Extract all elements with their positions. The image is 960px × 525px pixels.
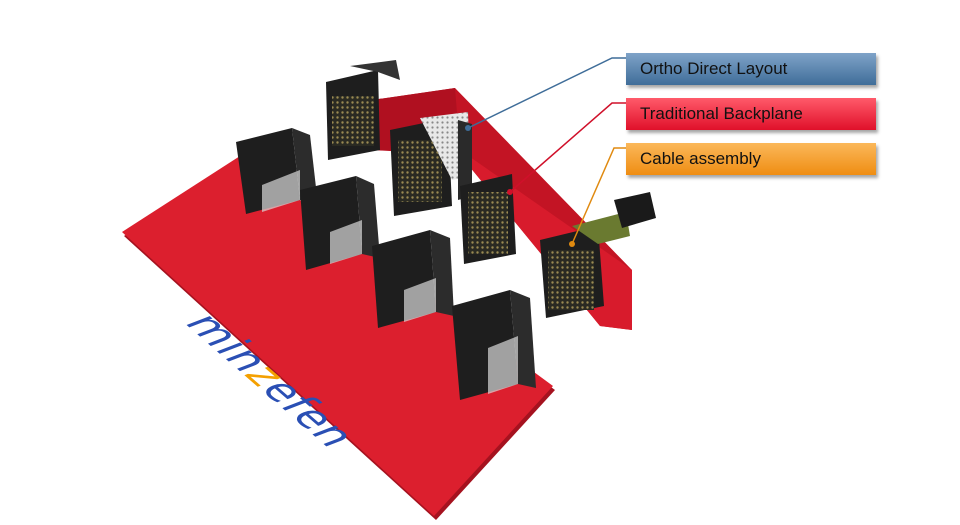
ortho-direct-connector [390,112,472,216]
backplane-leader-line [509,102,626,193]
traditional-backplane-label: Traditional Backplane [626,98,876,130]
backplane-callout-bg [626,98,876,130]
ortho-connector-top [326,60,400,160]
connector-block-2 [300,176,380,270]
ortho-callout-bg [626,53,876,85]
main-board [122,156,555,520]
connector-block-1 [236,128,318,214]
ortho-direct-layout-label: Ortho Direct Layout [626,53,876,85]
cable-assembly-label: Cable assembly [626,143,876,175]
leader-lines [465,57,626,247]
connector-block-4 [452,290,536,400]
connector-block-3 [372,230,454,328]
cable-callout-bg [626,143,876,175]
cable-assembly-connector [540,192,656,318]
ortho-leader-line [467,57,626,129]
traditional-backplane-connector [460,174,516,264]
cable-leader-line [571,147,626,245]
